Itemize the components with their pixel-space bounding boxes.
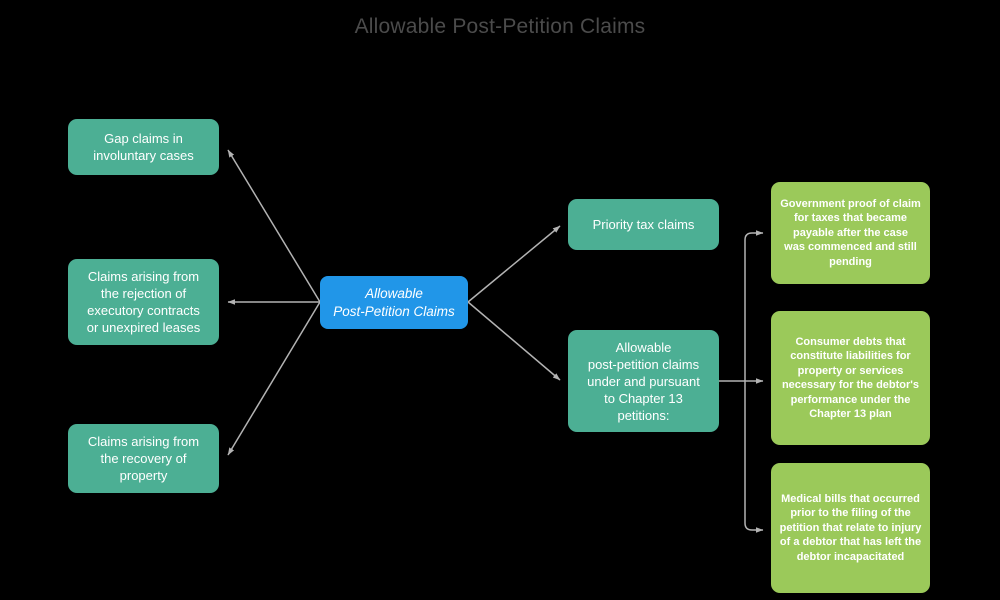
node-recovery-claims-label: Claims arising from the recovery of prop… xyxy=(87,434,200,483)
node-medical-bills-label: Medical bills that occurred prior to the… xyxy=(779,492,922,563)
node-government-proof-of-claim-label: Government proof of claim for taxes that… xyxy=(780,197,921,268)
node-rejection-claims[interactable]: Claims arising from the rejection of exe… xyxy=(68,259,219,345)
edge-center-to-left-gap-claims xyxy=(227,149,321,303)
node-consumer-debts[interactable]: Consumer debts that constitute liabiliti… xyxy=(771,311,930,445)
node-government-proof-of-claim[interactable]: Government proof of claim for taxes that… xyxy=(771,182,930,284)
node-priority-tax-claims-label: Priority tax claims xyxy=(592,217,695,232)
node-consumer-debts-label: Consumer debts that constitute liabiliti… xyxy=(781,335,920,421)
node-priority-tax-claims[interactable]: Priority tax claims xyxy=(568,199,719,250)
edge-chapter13-to-details xyxy=(719,230,764,533)
edge-center-to-priority-tax-claims xyxy=(467,225,561,303)
edge-center-to-left-recovery-claims xyxy=(227,301,321,456)
node-rejection-claims-label: Claims arising from the rejection of exe… xyxy=(86,269,201,335)
node-gap-claims[interactable]: Gap claims in involuntary cases xyxy=(68,119,219,175)
node-gap-claims-label: Gap claims in involuntary cases xyxy=(93,131,194,163)
page-title: Allowable Post-Petition Claims xyxy=(354,15,646,38)
node-center-label: Allowable Post-Petition Claims xyxy=(333,285,455,319)
edge-center-to-chapter13-claims xyxy=(467,301,561,381)
node-recovery-claims[interactable]: Claims arising from the recovery of prop… xyxy=(68,424,219,493)
node-chapter13-claims[interactable]: Allowable post-petition claims under and… xyxy=(568,330,719,432)
node-chapter13-claims-label: Allowable post-petition claims under and… xyxy=(587,339,700,423)
node-center-allowable-post-petition-claims[interactable]: Allowable Post-Petition Claims xyxy=(320,276,468,329)
node-medical-bills[interactable]: Medical bills that occurred prior to the… xyxy=(771,463,930,593)
